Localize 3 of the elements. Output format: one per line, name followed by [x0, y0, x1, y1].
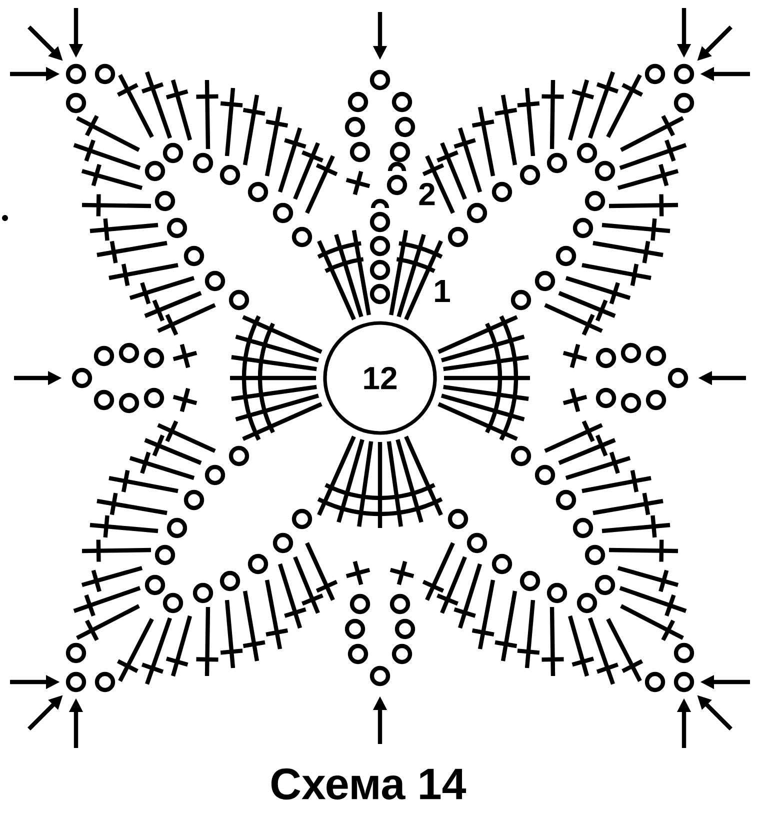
row-number: 2: [419, 182, 435, 206]
row-number: 1: [435, 280, 450, 302]
caption: Схема 14: [271, 768, 466, 800]
